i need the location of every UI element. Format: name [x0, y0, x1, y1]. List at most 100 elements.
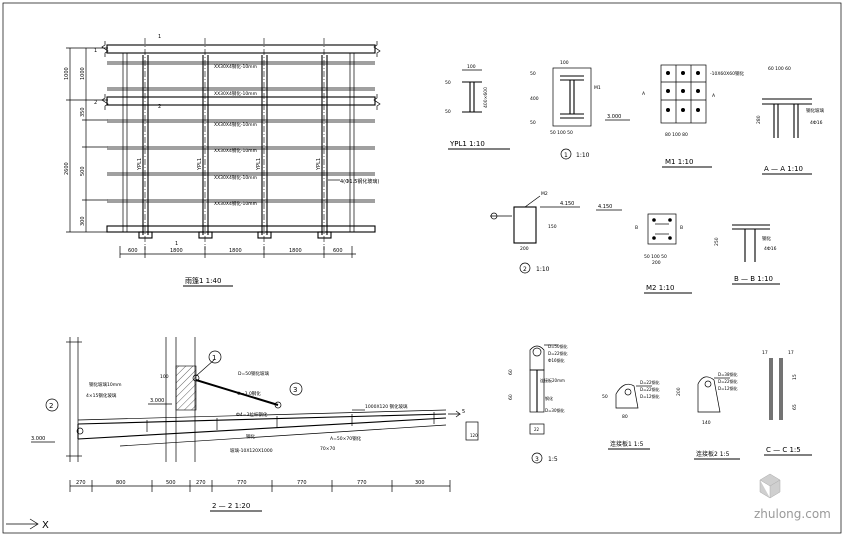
svg-text:B: B [635, 225, 638, 231]
svg-text:D=50钢化玻璃: D=50钢化玻璃 [238, 370, 269, 377]
svg-text:1: 1 [158, 34, 161, 40]
svg-text:A: A [642, 91, 646, 97]
detail3-scale: 1:5 [548, 456, 558, 463]
svg-text:150: 150 [548, 224, 557, 230]
m1-title: M1 1:10 [665, 158, 693, 166]
elev-dim-bottom-5: 600 [333, 248, 343, 254]
elev-ypl-label-2: YPL1 [197, 158, 203, 171]
elev-dim-left-1: 1000 [64, 67, 70, 80]
svg-text:Ф4=3拉杆钢化: Ф4=3拉杆钢化 [236, 411, 268, 418]
svg-text:D=22钢化: D=22钢化 [640, 386, 660, 392]
svg-text:70×70: 70×70 [320, 446, 335, 452]
svg-text:钢化: 钢化 [545, 395, 553, 401]
svg-text:XX30X4钢化-10mm: XX30X4钢化-10mm [214, 121, 257, 128]
m1-level: 3.000 [607, 114, 621, 120]
svg-text:Ф16钢化: Ф16钢化 [548, 357, 565, 363]
svg-text:XX30X4钢化-10mm: XX30X4钢化-10mm [214, 63, 257, 70]
detail-3: D=50钢化 D=22钢化 Ф16钢化 连接板20mm 钢化 D=30钢化 60… [508, 343, 568, 464]
plate2-title: 连接板2 1:5 [696, 450, 730, 458]
svg-text:60: 60 [508, 394, 514, 400]
detail2-scale: 1:10 [536, 266, 550, 273]
section-c-c: 17 17 15 65 C — C 1:5 [762, 350, 812, 456]
section-level-left: 3.000 [31, 436, 45, 442]
svg-text:100: 100 [560, 60, 569, 66]
svg-text:60: 60 [508, 369, 514, 375]
svg-text:钢化玻璃: 钢化玻璃 [806, 107, 824, 114]
elev-dim-left-3: 2600 [64, 162, 70, 175]
sec-dim-8: 300 [415, 480, 425, 486]
svg-text:M1: M1 [594, 85, 601, 91]
elev-dim-bottom-4: 1800 [289, 248, 302, 254]
svg-text:120: 120 [470, 433, 478, 438]
elev-dim-bottom-3: 1800 [229, 248, 242, 254]
svg-text:100: 100 [467, 64, 476, 70]
sec-dim-1: 270 [76, 480, 86, 486]
sec-dim-7: 770 [357, 480, 367, 486]
watermark-text: zhulong.com [754, 507, 831, 521]
sec-dim-5: 770 [237, 480, 247, 486]
axis-x-label: X [42, 520, 49, 531]
elev-ypl-label-3: YPL1 [256, 158, 262, 171]
svg-text:4Ф16: 4Ф16 [764, 246, 777, 252]
bb-title: B — B 1:10 [734, 275, 773, 283]
svg-text:100: 100 [160, 374, 169, 380]
svg-text:17: 17 [762, 350, 768, 356]
elev-ypl-label-4: YPL1 [316, 158, 322, 171]
sec-dim-2: 800 [116, 480, 126, 486]
plate1-title: 连接板1 1:5 [610, 440, 644, 448]
elev-dim-bottom-1: 600 [128, 248, 138, 254]
svg-text:B: B [680, 225, 683, 231]
detail-1: M1 50 400 50 100 50 100 50 1 1:10 [530, 60, 601, 160]
sec-dim-4: 270 [196, 480, 206, 486]
section-b-b: 250 钢化 4Ф16 B — B 1:10 [714, 224, 780, 285]
elev-dim-left-inner-6: 300 [80, 216, 86, 226]
svg-text:M2: M2 [541, 191, 548, 197]
svg-text:-10X60X60钢化: -10X60X60钢化 [710, 70, 744, 77]
svg-text:50 100 50: 50 100 50 [550, 130, 573, 136]
svg-text:200: 200 [676, 387, 682, 396]
section-bubble-2: 2 [49, 402, 53, 410]
svg-text:15: 15 [792, 374, 798, 380]
ucs-axis-icon: X [6, 518, 49, 531]
svg-text:22: 22 [534, 427, 540, 432]
svg-text:Ф=3.0钢化: Ф=3.0钢化 [237, 390, 261, 397]
detail2-level: 4.150 [560, 201, 574, 207]
svg-text:50: 50 [445, 109, 451, 115]
svg-text:D=12钢化: D=12钢化 [640, 393, 660, 399]
svg-text:XX30X4钢化-10mm: XX30X4钢化-10mm [214, 174, 257, 181]
svg-text:XX30X4钢化-10mm: XX30X4钢化-10mm [214, 147, 257, 154]
watermark: zhulong.com [754, 473, 831, 521]
plate-1: D=22钢化 D=22钢化 D=12钢化 50 80 连接板1 1:5 [602, 379, 660, 450]
section-2-2: 1 3 2 钢化玻璃10mm 4×15钢化玻璃 D=50钢化玻璃 Ф=3.0钢化… [31, 337, 479, 512]
svg-text:钢化: 钢化 [762, 235, 771, 242]
svg-text:50: 50 [530, 71, 536, 77]
m2-plate: 4.150 B B 50 100 50 200 M2 1:10 [596, 204, 692, 294]
svg-text:200: 200 [652, 260, 661, 266]
svg-text:D=38钢化: D=38钢化 [718, 371, 738, 377]
svg-text:60 100 60: 60 100 60 [768, 66, 791, 72]
svg-text:连接板20mm: 连接板20mm [540, 377, 565, 383]
svg-text:玻璃-10X120X1000: 玻璃-10X120X1000 [230, 447, 273, 454]
svg-text:D=22钢化: D=22钢化 [548, 350, 568, 356]
svg-text:250: 250 [714, 237, 720, 246]
elev-dim-left-inner-3: 500 [80, 166, 86, 176]
svg-text:D=22钢化: D=22钢化 [640, 379, 660, 385]
svg-text:1: 1 [94, 48, 97, 54]
svg-text:50: 50 [445, 80, 451, 86]
section-bubble-1: 1 [212, 354, 216, 362]
svg-text:80 100 80: 80 100 80 [665, 132, 688, 138]
section-level-mid: 3.000 [150, 398, 164, 404]
cc-title: C — C 1:5 [766, 446, 801, 454]
sec-dim-3: 500 [166, 480, 176, 486]
svg-text:2: 2 [94, 100, 97, 106]
svg-text:4Ф16: 4Ф16 [810, 120, 823, 126]
detail1-scale: 1:10 [576, 152, 590, 159]
elev-dim-left-inner-2: 350 [80, 107, 86, 117]
svg-text:50: 50 [530, 120, 536, 126]
svg-text:D=50钢化: D=50钢化 [548, 343, 568, 349]
svg-text:3: 3 [535, 456, 539, 463]
svg-text:A: A [712, 93, 716, 99]
section-note-right: 1000X120 钢化玻璃 [365, 403, 408, 410]
elevation-title: 雨篷1 1:40 [185, 276, 221, 285]
